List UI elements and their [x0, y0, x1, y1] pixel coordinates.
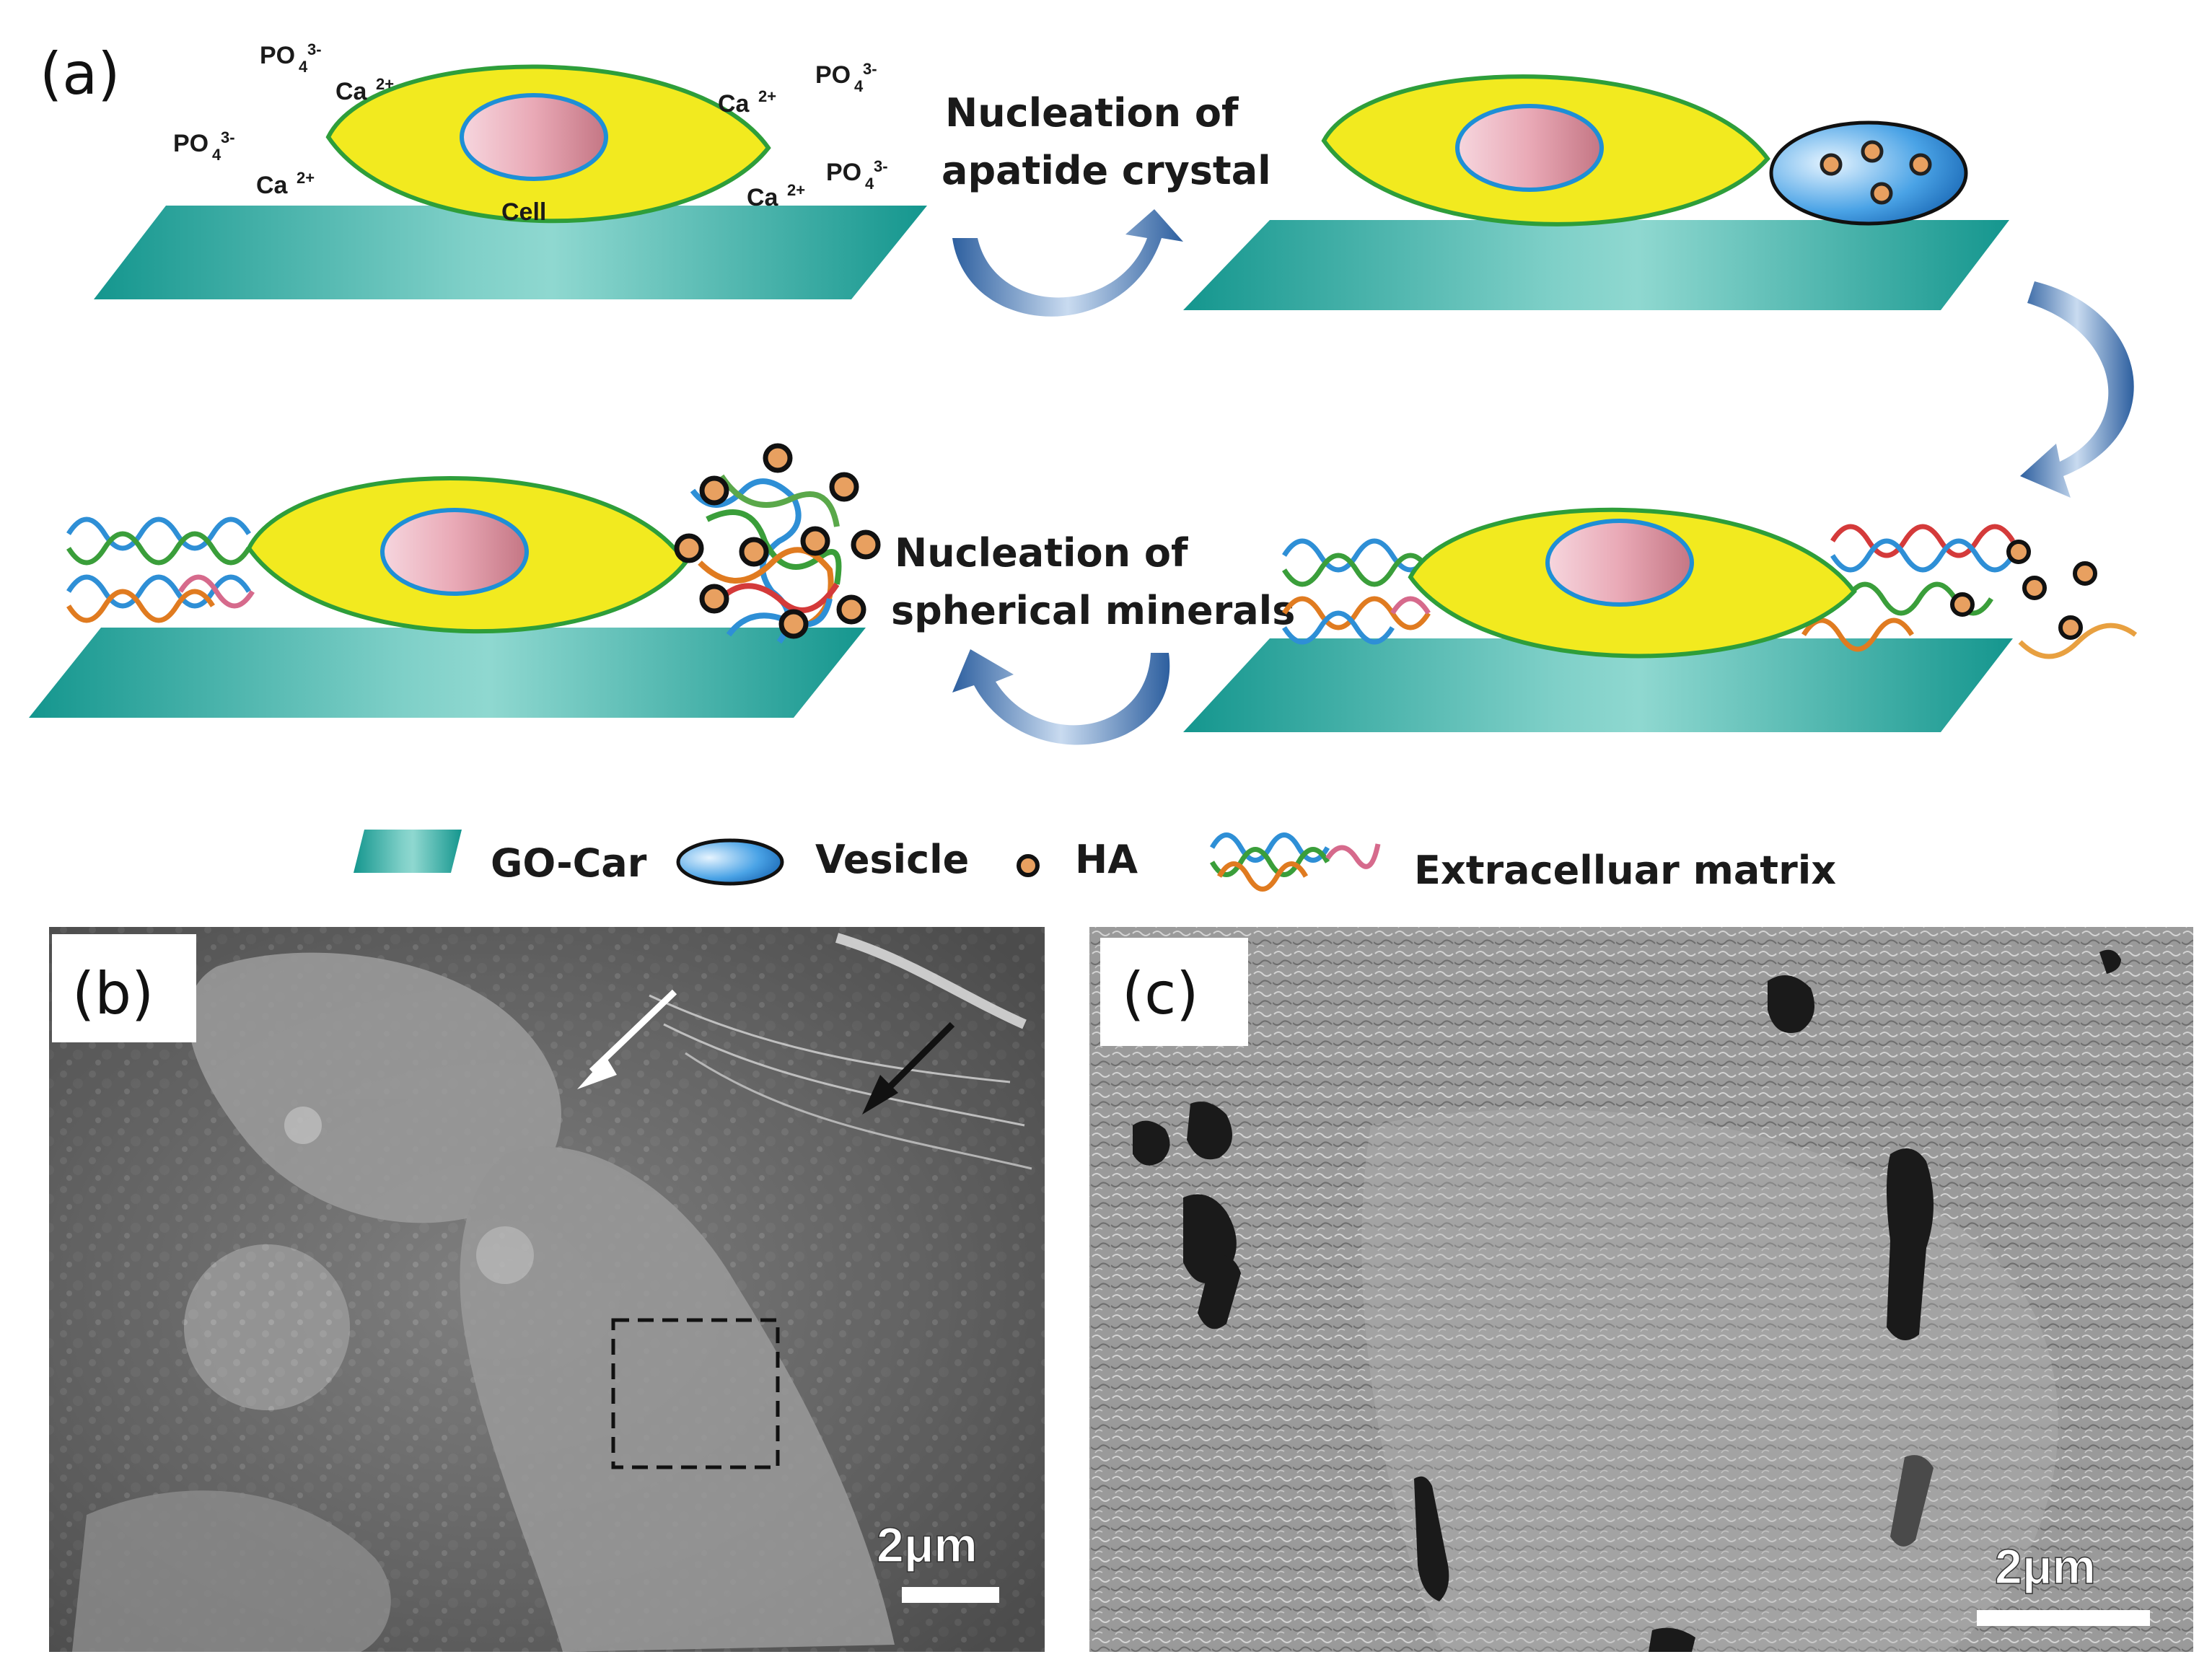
go-car-substrate — [94, 206, 927, 299]
ion-ca-1: Ca 2+ — [335, 75, 394, 105]
svg-text:3-: 3- — [307, 40, 322, 58]
scale-label-c: 2μm — [1995, 1539, 2096, 1594]
spherical-mineral-cluster — [674, 443, 881, 644]
scale-bar-b — [902, 1587, 999, 1603]
svg-text:Ca: Ca — [335, 78, 368, 105]
panel-a-tag: (a) — [40, 40, 120, 107]
step-1-label-line-2: apatide crystal — [942, 148, 1271, 193]
stage-1: Cell PO 4 3- Ca 2+ PO 4 3- Ca 2+ Ca 2+ — [94, 40, 927, 299]
black-arrow — [877, 1021, 955, 1099]
svg-text:Vesicle: Vesicle — [815, 837, 969, 882]
scale-bar-c — [1977, 1610, 2150, 1626]
ion-ca-2: Ca 2+ — [256, 169, 315, 199]
svg-text:PO: PO — [173, 130, 209, 157]
step-1-label-line-1: Nucleation of — [945, 90, 1239, 136]
legend-ecm: Extracelluar matrix — [1209, 832, 1836, 893]
svg-text:4: 4 — [299, 58, 308, 76]
stage-3 — [1183, 507, 2138, 732]
svg-text:Extracelluar matrix: Extracelluar matrix — [1414, 848, 1836, 893]
ion-po4-3: PO 4 3- — [815, 60, 877, 95]
svg-text:2+: 2+ — [787, 181, 805, 199]
step-2-label-line-1: Nucleation of — [895, 530, 1188, 576]
svg-text:Ca: Ca — [256, 172, 289, 199]
curved-arrow-1 — [952, 209, 1183, 317]
legend-go-car: GO-Car — [354, 830, 647, 886]
panel-b-tag: (b) — [72, 960, 154, 1027]
curved-arrow-2 — [2020, 281, 2134, 498]
curved-arrow-3 — [952, 649, 1170, 745]
go-car-substrate — [1183, 638, 2013, 732]
svg-text:3-: 3- — [874, 157, 888, 175]
svg-text:PO: PO — [826, 159, 861, 186]
svg-text:4: 4 — [212, 146, 221, 164]
ha-particles — [1950, 540, 2097, 640]
panel-a: (a) Cell PO 4 3- Ca 2+ PO 4 3- Ca — [29, 40, 2138, 745]
ha-particles — [1820, 140, 1932, 205]
stage-4 — [29, 443, 881, 718]
legend-ha: HA — [1017, 837, 1138, 882]
cell-label: Cell — [501, 198, 546, 226]
svg-text:3-: 3- — [221, 128, 235, 146]
svg-text:2+: 2+ — [758, 87, 776, 105]
sem-features-b — [72, 933, 1032, 1652]
panel-c-tag: (c) — [1122, 960, 1198, 1027]
svg-text:Ca: Ca — [747, 184, 779, 211]
svg-text:PO: PO — [815, 61, 851, 89]
panel-b: (b) 2μm — [49, 927, 1045, 1652]
svg-text:4: 4 — [865, 175, 874, 193]
ion-ca-3: Ca 2+ — [718, 87, 776, 118]
svg-text:Ca: Ca — [718, 90, 750, 118]
ion-po4-1: PO 4 3- — [260, 40, 322, 76]
cell-nucleus — [460, 93, 608, 181]
legend-vesicle: Vesicle — [676, 837, 969, 886]
sem-image-c — [1089, 927, 2193, 1652]
zoom-region-box — [611, 1318, 780, 1469]
ion-ca-4: Ca 2+ — [747, 181, 805, 211]
ecm-fibers — [66, 516, 255, 623]
ion-po4-2: PO 4 3- — [173, 128, 235, 164]
svg-text:3-: 3- — [863, 60, 877, 78]
cell-nucleus — [1545, 519, 1694, 607]
step-2-label-line-2: spherical minerals — [891, 588, 1295, 633]
svg-text:4: 4 — [854, 77, 864, 95]
scale-label-b: 2μm — [877, 1518, 978, 1573]
svg-text:HA: HA — [1075, 837, 1138, 882]
cell-nucleus — [380, 508, 529, 596]
svg-text:2+: 2+ — [297, 169, 315, 187]
vesicle — [1769, 120, 1968, 226]
stage-2 — [1183, 74, 2009, 310]
go-car-substrate — [29, 628, 866, 718]
ion-po4-4: PO 4 3- — [826, 157, 888, 193]
svg-text:PO: PO — [260, 42, 295, 69]
cell-nucleus — [1455, 104, 1604, 192]
svg-text:GO-Car: GO-Car — [491, 840, 647, 886]
ecm-fibers-left — [1282, 538, 1431, 645]
go-car-substrate — [1183, 220, 2009, 310]
ecm-fibers-right — [1801, 524, 2138, 659]
panel-c: (c) 2μm — [1089, 927, 2193, 1652]
legend: GO-Car Vesicle HA Extracelluar matrix — [354, 830, 1836, 893]
svg-text:2+: 2+ — [376, 75, 394, 93]
sem-pores-c — [1133, 949, 2121, 1652]
